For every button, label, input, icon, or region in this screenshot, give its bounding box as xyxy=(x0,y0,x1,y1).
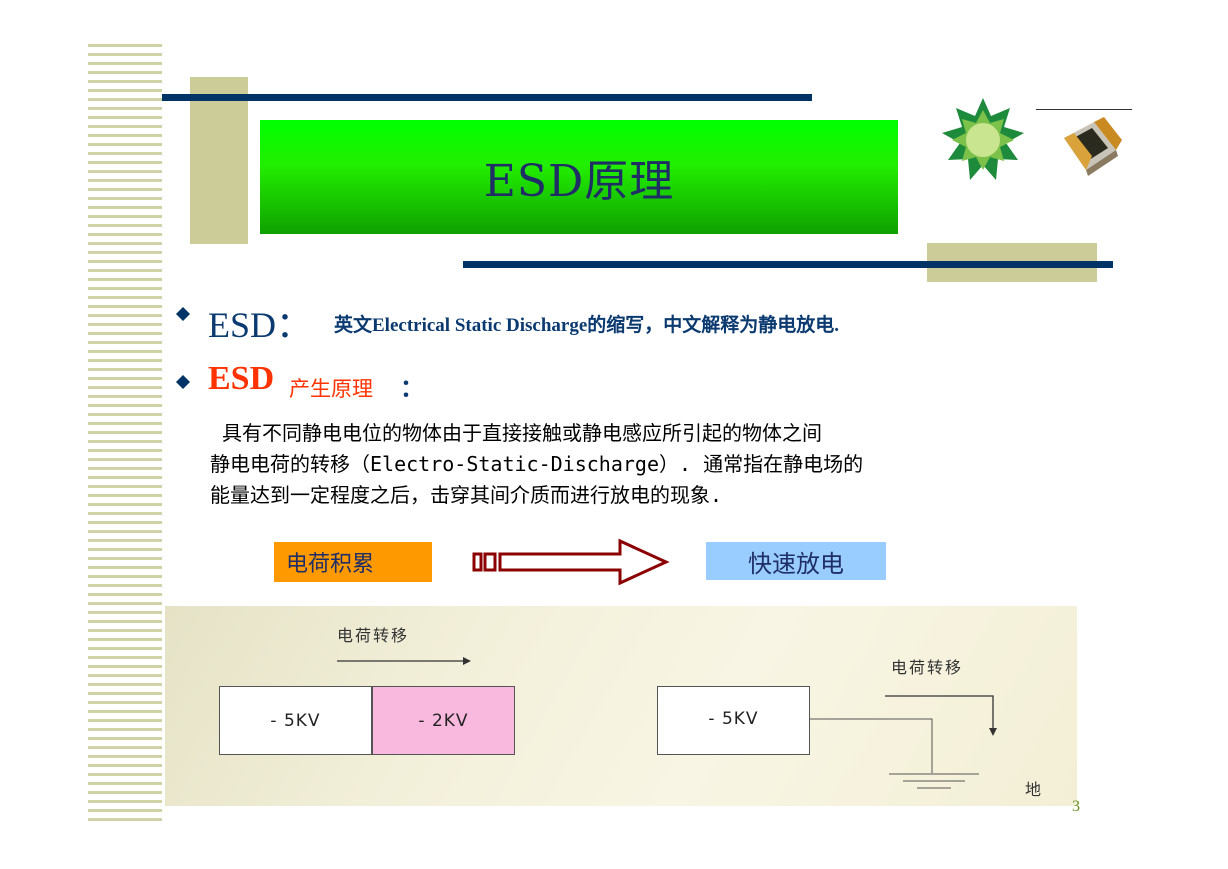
left-voltage-box-1: - 5KV xyxy=(219,686,372,755)
star-logo-icon xyxy=(938,96,1028,186)
right-transfer-label: 电荷转移 xyxy=(891,658,964,677)
ground-wire xyxy=(810,716,950,800)
title-top-rule xyxy=(162,94,812,101)
left-voltage-box-2: - 2KV xyxy=(372,686,515,755)
charge-accumulation-box: 电荷积累 xyxy=(274,542,432,582)
paragraph-line: 能量达到一定程度之后，击穿其间介质而进行放电的现象. xyxy=(210,483,723,507)
left-stripe-decoration xyxy=(88,44,162,822)
hollow-arrow-icon xyxy=(472,538,672,586)
diamond-bullet-icon xyxy=(176,374,190,393)
title-tan-bar-left xyxy=(190,77,248,244)
ground-symbol-icon xyxy=(889,772,979,796)
chip-component-icon xyxy=(1036,108,1132,188)
principle-paragraph: 具有不同静电电位的物体由于直接接触或静电感应所引起的物体之间 静电电荷的转移（E… xyxy=(210,418,1040,511)
title-bottom-rule xyxy=(463,261,1113,268)
fast-discharge-box: 快速放电 xyxy=(706,542,886,580)
diamond-bullet-icon xyxy=(176,306,190,325)
paragraph-line: 具有不同静电电位的物体由于直接接触或静电感应所引起的物体之间 xyxy=(210,421,823,445)
paragraph-line: 静电电荷的转移（Electro-Static-Discharge）. 通常指在静… xyxy=(210,452,864,476)
right-arrow-icon xyxy=(337,652,471,671)
right-voltage-box: - 5KV xyxy=(657,686,810,755)
bullet2-label: ESD xyxy=(208,360,275,397)
left-transfer-label: 电荷转移 xyxy=(337,626,410,645)
page-title: ESD原理 xyxy=(483,156,675,207)
bullet1-label: ESD： xyxy=(208,305,313,345)
bullet1-description: 英文Electrical Static Discharge的缩写，中文解释为静电… xyxy=(334,315,840,336)
bullet2-colon: ： xyxy=(400,373,424,402)
down-arrow-icon xyxy=(885,694,1005,740)
ground-label: 地 xyxy=(1025,780,1044,799)
charge-transfer-diagram: 电荷转移 - 5KV - 2KV - 5KV 电荷转移 地 xyxy=(165,606,1077,806)
page-number: 3 xyxy=(1072,798,1080,815)
title-banner: ESD原理 xyxy=(260,120,898,234)
bullet2-label-suffix: 产生原理 xyxy=(289,377,373,401)
